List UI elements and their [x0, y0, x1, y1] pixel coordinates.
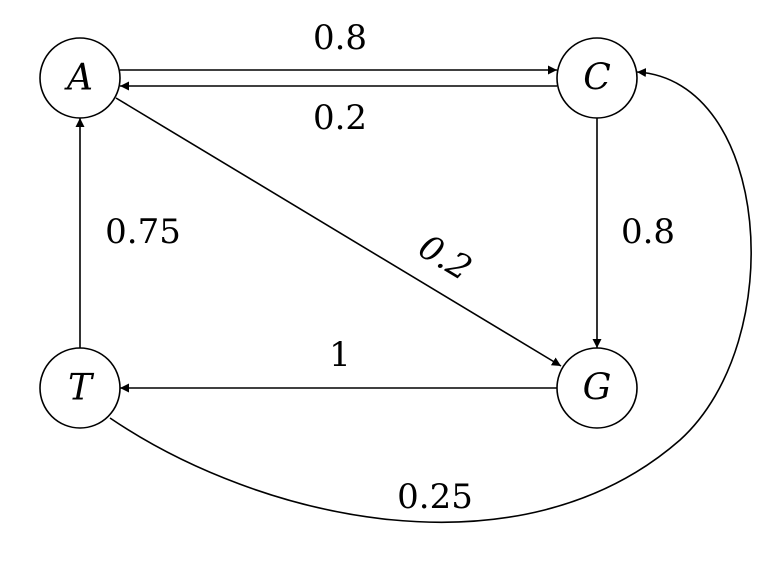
node-t: T: [39, 347, 121, 429]
node-g-label: G: [583, 368, 612, 409]
node-c-label: C: [583, 58, 611, 99]
node-c: C: [556, 37, 638, 119]
edge-t-to-c: [109, 68, 752, 524]
node-t-label: T: [68, 368, 95, 409]
label-c-to-a: 0.2: [313, 98, 367, 138]
label-g-to-t: 1: [329, 335, 351, 375]
edge-a-to-g: [115, 97, 562, 367]
node-a: A: [39, 37, 121, 119]
label-a-to-g: 0.2: [412, 227, 479, 289]
node-g: G: [556, 347, 638, 429]
label-c-to-g: 0.8: [621, 212, 675, 252]
label-t-to-a: 0.75: [105, 212, 181, 252]
label-t-to-c: 0.25: [397, 477, 473, 517]
label-a-to-c: 0.8: [313, 18, 367, 58]
node-a-label: A: [64, 58, 93, 99]
